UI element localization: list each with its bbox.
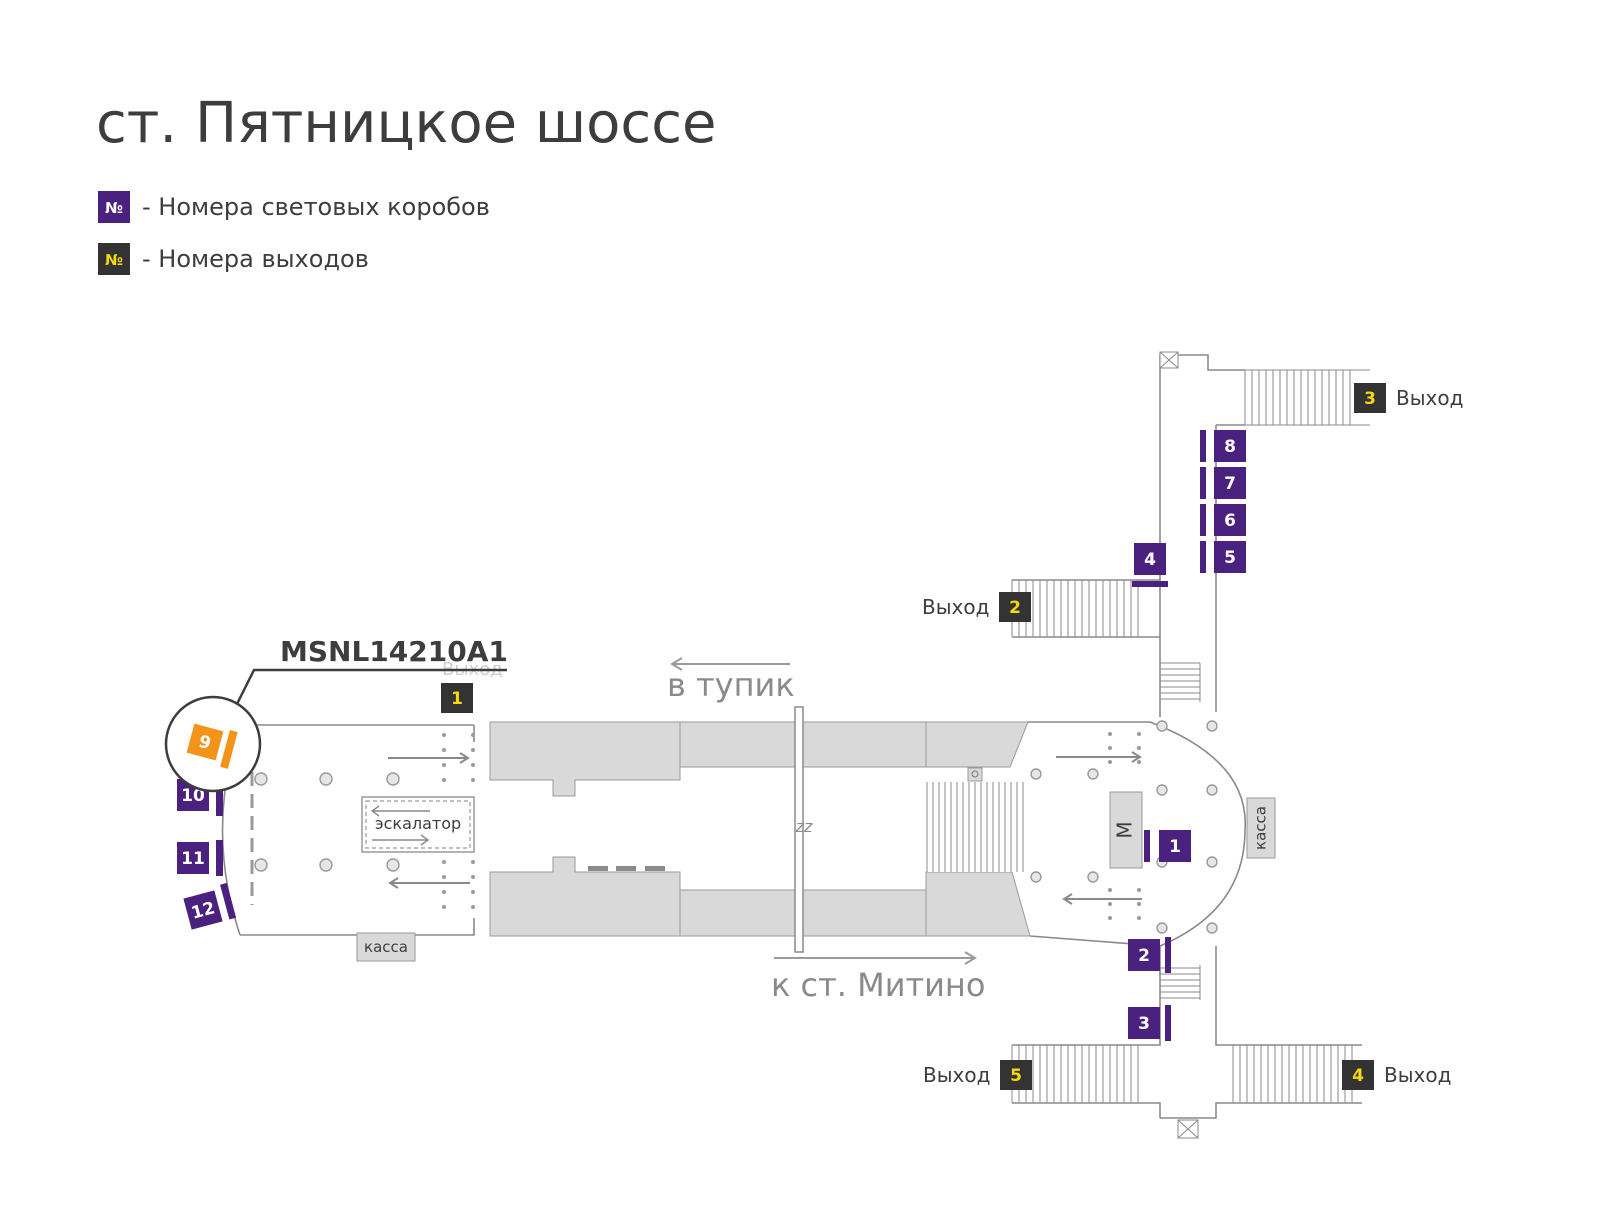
left-vestibule: эскалатор касса <box>221 724 475 962</box>
exit-2-label: Выход <box>922 595 989 619</box>
turnstile-dots-right <box>1108 732 1141 920</box>
legend-exit-label: - Номера выходов <box>142 245 369 273</box>
platform-stairs <box>926 767 1024 872</box>
kassa-left: касса <box>356 932 416 962</box>
highlight-code: MSNL14210A1 <box>280 635 508 668</box>
direction-dead-end: в тупик <box>667 657 795 704</box>
legend: № - Номера световых коробов № - Номера в… <box>98 191 490 275</box>
exit-3: 3 Выход <box>1354 383 1463 413</box>
exit-swatch-icon <box>98 243 130 275</box>
exit-2: Выход 2 <box>922 592 1031 622</box>
elevator-top-icon <box>1159 351 1179 369</box>
lightbox-11[interactable]: 11 <box>177 840 223 876</box>
lightbox-7-number: 7 <box>1224 474 1236 494</box>
elevator-bottom-icon <box>1177 1119 1199 1139</box>
exit-4-stairs <box>1232 1045 1353 1103</box>
legend-lightbox: № - Номера световых коробов <box>98 191 490 223</box>
lightbox-3[interactable]: 3 <box>1128 1005 1171 1041</box>
lightbox-11-number: 11 <box>181 849 205 869</box>
vestibule-columns <box>254 772 400 872</box>
exit-5-stairs <box>1011 1045 1139 1103</box>
turnstile-dots-left <box>442 733 475 909</box>
legend-lightbox-label: - Номера световых коробов <box>142 193 490 221</box>
metro-symbol: М <box>1113 821 1137 838</box>
lightbox-4-number: 4 <box>1144 550 1156 570</box>
lightbox-4[interactable]: 4 <box>1132 543 1168 587</box>
exit-3-stairs <box>1244 369 1370 426</box>
lightbox-6-number: 6 <box>1224 511 1236 531</box>
lightbox-3-number: 3 <box>1138 1014 1150 1034</box>
kassa-right: касса <box>1246 797 1276 859</box>
exit-4-number: 4 <box>1352 1066 1364 1086</box>
lightbox-8[interactable]: 8 <box>1200 430 1246 462</box>
direction-mitino: к ст. Митино <box>771 951 985 1004</box>
exit-5-label: Выход <box>923 1063 990 1087</box>
track-break: zz <box>795 817 813 836</box>
lightbox-9[interactable]: 9 <box>185 721 238 769</box>
exit-3-number: 3 <box>1364 389 1376 409</box>
legend-exit-symbol: № <box>105 251 123 269</box>
exit-1-number: 1 <box>451 689 463 709</box>
legend-lightbox-symbol: № <box>105 199 123 217</box>
lightbox-6[interactable]: 6 <box>1200 504 1246 536</box>
lightbox-7[interactable]: 7 <box>1200 467 1246 499</box>
lightbox-swatch-icon <box>98 191 130 223</box>
hall-columns <box>1030 720 1218 934</box>
exit-2-number: 2 <box>1009 598 1021 618</box>
exit-5: Выход 5 <box>923 1060 1032 1090</box>
escalator: эскалатор <box>361 796 475 853</box>
lightbox-5[interactable]: 5 <box>1200 541 1246 573</box>
kassa-left-label: касса <box>364 938 408 956</box>
lightbox-2[interactable]: 2 <box>1128 937 1171 973</box>
lightbox-2-number: 2 <box>1138 946 1150 966</box>
highlight-callout: MSNL14210A1 9 <box>164 635 508 793</box>
escalator-label: эскалатор <box>375 814 461 833</box>
exit-4: 4 Выход <box>1342 1060 1451 1090</box>
lightbox-1[interactable]: 1 <box>1144 830 1191 862</box>
stairs-down <box>1160 965 1201 1000</box>
lightbox-12[interactable]: 12 <box>182 882 237 930</box>
station-title: ст. Пятницкое шоссе <box>96 91 716 156</box>
direction-mitino-label: к ст. Митино <box>771 966 985 1004</box>
lightbox-10-number: 10 <box>181 786 205 806</box>
exit-4-label: Выход <box>1384 1063 1451 1087</box>
metro-booth: М <box>1109 791 1143 869</box>
lightbox-8-number: 8 <box>1224 437 1236 457</box>
platform: zz в тупик к ст. Митино <box>489 657 1031 1004</box>
lightbox-1-number: 1 <box>1169 837 1181 857</box>
direction-dead-end-label: в тупик <box>667 666 795 704</box>
lightbox-5-number: 5 <box>1224 548 1236 568</box>
legend-exit: № - Номера выходов <box>98 243 369 275</box>
lightbox-9-number: 9 <box>196 732 213 754</box>
stairs-up <box>1160 662 1201 702</box>
kassa-right-label: касса <box>1252 806 1270 850</box>
exit-5-number: 5 <box>1010 1066 1022 1086</box>
right-hall: М касса <box>1011 351 1370 1139</box>
exit-3-label: Выход <box>1396 386 1463 410</box>
